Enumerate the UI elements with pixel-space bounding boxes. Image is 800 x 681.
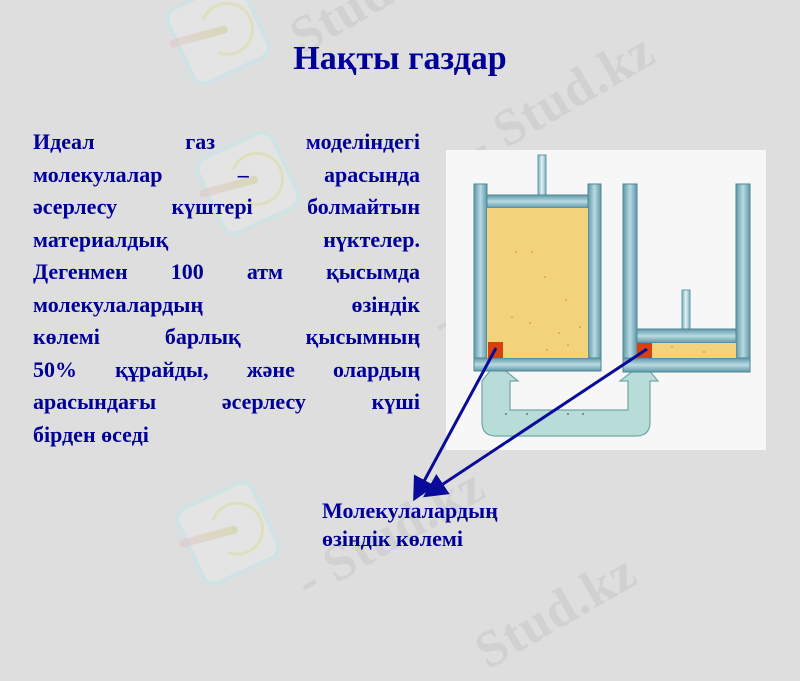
- right-cylinder: [622, 183, 751, 373]
- body-line: бірден өседі: [33, 421, 149, 447]
- body-line: 50% құрайды, және олардың: [33, 356, 420, 382]
- transfer-arrow-icon: [481, 362, 660, 437]
- molecule-volume-caption: Молекулалардың өзіндік көлемі: [322, 497, 498, 553]
- cylinder-diagram-figure: [446, 150, 766, 450]
- molecule-volume-right: [637, 343, 652, 358]
- body-line: молекулалардың өзіндік: [33, 291, 420, 317]
- left-cylinder: [473, 154, 602, 372]
- body-line: әсерлесу күштері болмайтын: [33, 194, 420, 219]
- body-line: Идеал газ моделіндегі: [33, 129, 420, 154]
- cylinder-diagram-svg: [473, 154, 751, 437]
- body-line: материалдық нүктелер.: [33, 226, 420, 252]
- slide-title: Нақты газдар: [293, 40, 507, 77]
- caption-line: өзіндік көлемі: [322, 526, 463, 551]
- body-line: Дегенмен 100 атм қысымда: [33, 259, 420, 284]
- caption-line: Молекулалардың: [322, 498, 498, 523]
- watermark-logo-icon: [170, 475, 286, 591]
- body-line: молекулалар – арасында: [33, 161, 420, 187]
- molecule-volume-left: [488, 342, 503, 358]
- watermark-text: Stud.kz: [465, 542, 647, 681]
- body-line: арасындағы әсерлесу күші: [33, 389, 420, 414]
- slide-body-text: Идеал газ моделіндегі молекулалар – арас…: [33, 126, 420, 451]
- body-line: көлемі барлық қысымның: [33, 324, 420, 349]
